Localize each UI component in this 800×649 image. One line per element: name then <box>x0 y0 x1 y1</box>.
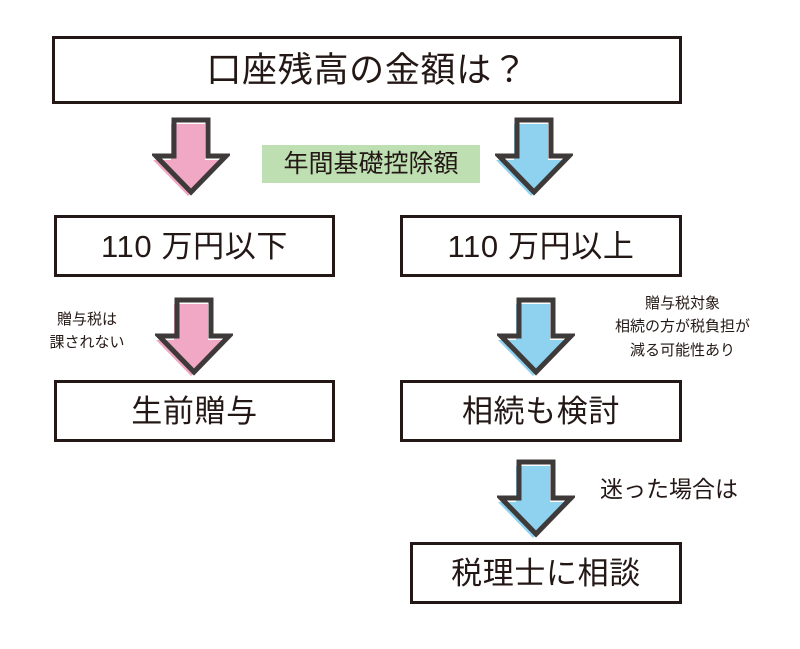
box-outcome-lifetime-gift: 生前贈与 <box>54 380 335 442</box>
note-no-gift-tax-line2: 課されない <box>49 334 125 352</box>
box-condition-over-110man: 110 万円以上 <box>400 215 682 277</box>
box-condition-under-110man: 110 万円以下 <box>54 215 335 277</box>
note-gift-tax-applies-line3: 減る可能性あり <box>629 341 735 359</box>
note-gift-tax-applies-line2: 相続の方が税負担が <box>614 318 750 336</box>
box-outcome-consider-inheritance: 相続も検討 <box>400 380 682 442</box>
arrow-title-to-ge110-icon <box>495 116 573 196</box>
arrow-title-to-le110-icon <box>152 116 230 196</box>
box-consult-tax-accountant: 税理士に相談 <box>410 542 682 604</box>
box-account-balance-question: 口座残高の金額は？ <box>52 36 682 104</box>
note-gift-tax-applies-line1: 贈与税対象 <box>644 295 720 312</box>
arrow-le110-to-gift-icon <box>155 296 233 376</box>
note-no-gift-tax-line1: 贈与税は <box>56 311 117 328</box>
note-gift-tax-applies: 贈与税対象 相続の方が税負担が 減る可能性あり <box>585 292 780 362</box>
annual-basic-deduction-label: 年間基礎控除額 <box>262 145 480 183</box>
note-no-gift-tax: 贈与税は 課されない <box>28 308 146 355</box>
arrow-ge110-to-inherit-icon <box>497 296 575 376</box>
arrow-inherit-to-consult-icon <box>497 458 575 538</box>
note-if-unsure: 迷った場合は <box>600 476 738 502</box>
